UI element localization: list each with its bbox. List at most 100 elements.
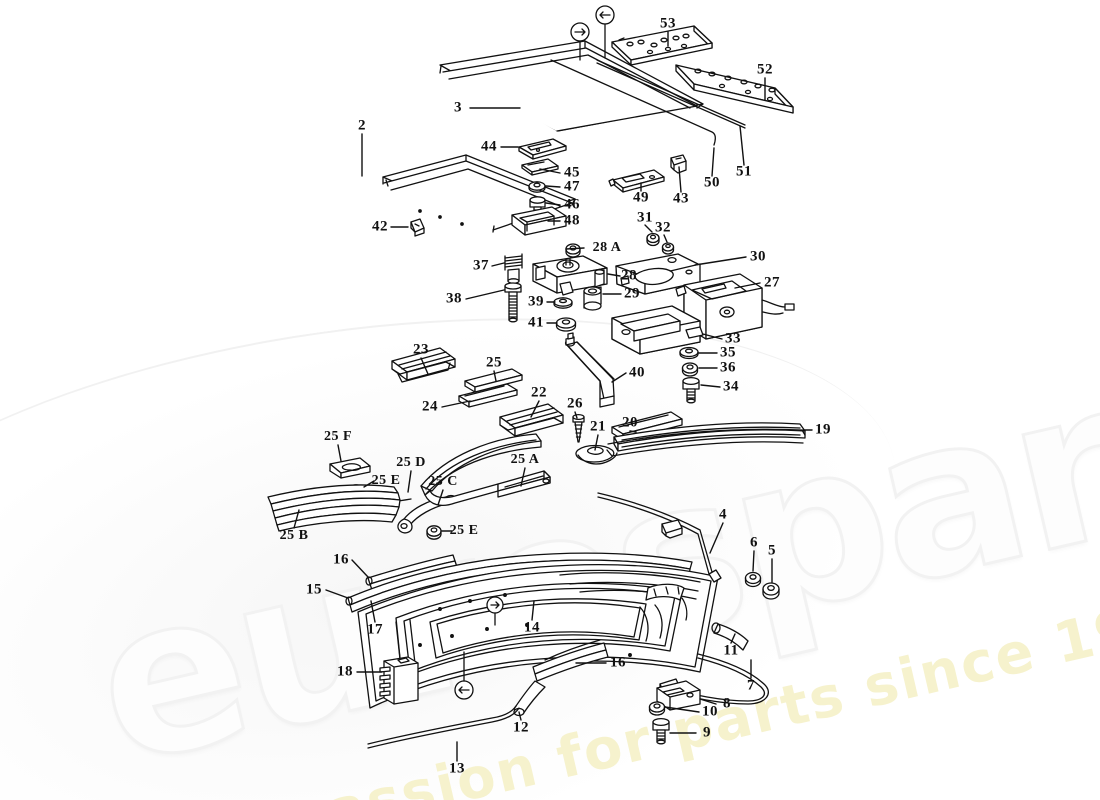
callout-c28: 28 xyxy=(621,267,637,284)
part-22-rail xyxy=(499,403,564,437)
part-47-washer xyxy=(528,181,546,193)
callout-c23: 23 xyxy=(413,341,429,358)
part-51-seal-strip xyxy=(596,59,746,129)
callout-c13: 13 xyxy=(449,760,465,777)
callout-c20: 20 xyxy=(622,414,638,431)
callout-c12: 12 xyxy=(513,719,529,736)
callout-c8: 8 xyxy=(723,695,731,712)
callout-c27: 27 xyxy=(764,274,780,291)
part-11-tube xyxy=(711,622,749,651)
part-10-washer xyxy=(648,701,666,716)
callout-c31: 31 xyxy=(637,209,653,226)
part-41-washer xyxy=(555,317,577,332)
callout-c16a: 16 xyxy=(333,551,349,568)
part-43-clip xyxy=(670,154,687,174)
part-49-bracket xyxy=(608,169,665,193)
part-8-mounting-bracket xyxy=(656,680,701,711)
callout-c21: 21 xyxy=(590,418,606,435)
part-16-lower-strip xyxy=(532,639,609,682)
callout-c52: 52 xyxy=(757,61,773,78)
callout-c22: 22 xyxy=(531,384,547,401)
part-25a-arched-arm xyxy=(420,433,551,506)
callout-c36: 36 xyxy=(720,359,736,376)
callout-c45: 45 xyxy=(564,164,580,181)
callout-c49: 49 xyxy=(633,189,649,206)
callout-c24: 24 xyxy=(422,398,438,415)
part-39-washer xyxy=(553,297,573,309)
part-9-bolt xyxy=(652,717,670,745)
callout-c25f: 25 F xyxy=(323,429,353,444)
part-21-washer-plate xyxy=(575,444,618,465)
part-53-perforated-rail xyxy=(611,25,713,66)
callout-c26: 26 xyxy=(567,395,583,412)
part-19-long-rail xyxy=(606,422,806,457)
part-18-switch-block xyxy=(379,656,419,705)
part-25b-seal xyxy=(267,484,401,532)
part-28a-nut xyxy=(565,243,581,258)
part-50-rod xyxy=(550,59,716,146)
callout-c47: 47 xyxy=(564,178,580,195)
callout-c51: 51 xyxy=(736,163,752,180)
callout-c18: 18 xyxy=(337,663,353,680)
callout-c25c: 25 C xyxy=(428,474,458,489)
part-31-nut xyxy=(646,232,660,247)
part-52-perforated-rail xyxy=(675,64,794,114)
callout-c4: 4 xyxy=(719,506,727,523)
callout-c50: 50 xyxy=(704,174,720,191)
callout-c29: 29 xyxy=(624,285,640,302)
callout-c44: 44 xyxy=(481,138,497,155)
callout-c39: 39 xyxy=(528,293,544,310)
part-3-roof-panel xyxy=(439,40,704,132)
part-4-cable-assembly xyxy=(597,492,722,583)
callout-c33: 33 xyxy=(725,330,741,347)
callout-c37: 37 xyxy=(473,257,489,274)
part-37-spring xyxy=(504,253,523,284)
callout-c46: 46 xyxy=(564,196,580,213)
part-25f-handle xyxy=(329,457,371,479)
part-28-cam-housing xyxy=(532,255,608,296)
part-5-nut xyxy=(762,582,780,600)
part-44-slide-plate xyxy=(518,138,567,160)
part-26-screw xyxy=(572,413,585,443)
callout-c41: 41 xyxy=(528,314,544,331)
callout-c16b: 16 xyxy=(610,654,626,671)
part-33-guide-plate xyxy=(611,305,704,355)
callout-c35: 35 xyxy=(720,344,736,361)
part-36-lock-nut xyxy=(681,362,699,377)
part-32-nut xyxy=(661,242,675,255)
callout-c10: 10 xyxy=(702,703,718,720)
part-35-washer xyxy=(679,346,699,360)
part-13-drain-tube xyxy=(367,705,520,749)
part-29-bushing xyxy=(583,286,602,311)
callout-c25e1: 25 E xyxy=(371,473,401,488)
callout-c25a: 25 A xyxy=(510,452,540,467)
circle-reference-markers xyxy=(454,5,615,700)
callout-c9: 9 xyxy=(703,724,711,741)
callout-c32: 32 xyxy=(655,219,671,236)
part-25e-nut-lower xyxy=(426,525,442,540)
callout-c7: 7 xyxy=(747,677,755,694)
part-6-washer xyxy=(744,571,762,588)
callout-c19: 19 xyxy=(815,421,831,438)
part-45-flat-strap xyxy=(521,158,559,176)
callout-c53: 53 xyxy=(660,15,676,32)
callout-c6: 6 xyxy=(750,534,758,551)
part-25-shim-plate xyxy=(464,368,523,393)
part-27-drive-motor xyxy=(675,273,795,340)
part-30-lever xyxy=(615,253,701,295)
leader-lines xyxy=(293,31,813,762)
callout-c17: 17 xyxy=(367,621,383,638)
callout-c15: 15 xyxy=(306,581,322,598)
part-40-crank-arm xyxy=(564,332,615,408)
part-14-sunroof-frame xyxy=(357,563,719,717)
callout-c25d: 25 D xyxy=(396,455,426,470)
callout-c11: 11 xyxy=(723,642,739,659)
callout-c25b: 25 B xyxy=(279,528,309,543)
part-23-guide-rail xyxy=(391,347,456,383)
callout-c48: 48 xyxy=(564,212,580,229)
callout-c25: 25 xyxy=(486,354,502,371)
callout-c43: 43 xyxy=(673,190,689,207)
